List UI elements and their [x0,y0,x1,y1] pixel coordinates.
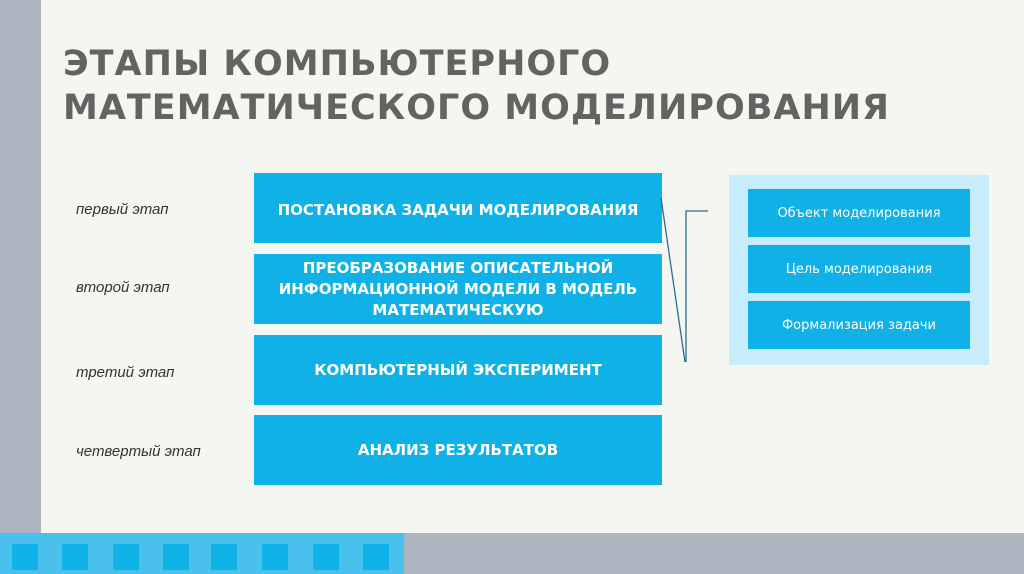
substeps-panel: Объект моделирования Цель моделирования … [729,175,989,365]
title-line-1: ЭТАПЫ КОМПЬЮТЕРНОГО [63,44,612,84]
slide-title: ЭТАПЫ КОМПЬЮТЕРНОГО МАТЕМАТИЧЕСКОГО МОДЕ… [63,42,890,130]
stage-box-3-text: КОМПЬЮТЕРНЫЙ ЭКСПЕРИМЕНТ [314,361,602,379]
decorative-square [313,544,339,570]
decorative-square [12,544,38,570]
stage-box-1: ПОСТАНОВКА ЗАДАЧИ МОДЕЛИРОВАНИЯ [254,173,662,243]
stage-box-2-text: ПРЕОБРАЗОВАНИЕ ОПИСАТЕЛЬНОЙ ИНФОРМАЦИОНН… [278,258,638,319]
stage-label-2: второй этап [76,279,170,296]
substep-3-text: Формализация задачи [781,317,937,333]
stage-label-4: четвертый этап [76,443,201,460]
substep-2-text: Цель моделирования [785,261,933,277]
substep-box-3: Формализация задачи [748,301,970,349]
decorative-square [262,544,288,570]
substep-box-1: Объект моделирования [748,189,970,237]
bottom-blue-strip [0,533,404,574]
stage-box-3: КОМПЬЮТЕРНЫЙ ЭКСПЕРИМЕНТ [254,335,662,405]
stage-box-1-text: ПОСТАНОВКА ЗАДАЧИ МОДЕЛИРОВАНИЯ [277,201,639,219]
decorative-square [363,544,389,570]
decorative-square [62,544,88,570]
stage-box-2: ПРЕОБРАЗОВАНИЕ ОПИСАТЕЛЬНОЙ ИНФОРМАЦИОНН… [254,254,662,324]
stage-label-1: первый этап [76,201,169,218]
stage-box-4: АНАЛИЗ РЕЗУЛЬТАТОВ [254,415,662,485]
left-decorative-bar [0,0,41,533]
stage-box-4-text: АНАЛИЗ РЕЗУЛЬТАТОВ [357,441,559,459]
title-line-2: МАТЕМАТИЧЕСКОГО МОДЕЛИРОВАНИЯ [63,88,890,128]
decorative-square [163,544,189,570]
stage-label-3: третий этап [76,364,175,381]
substep-box-2: Цель моделирования [748,245,970,293]
decorative-square [113,544,139,570]
substep-1-text: Объект моделирования [777,205,941,221]
decorative-square [211,544,237,570]
bottom-decorative-bar [0,533,1024,574]
